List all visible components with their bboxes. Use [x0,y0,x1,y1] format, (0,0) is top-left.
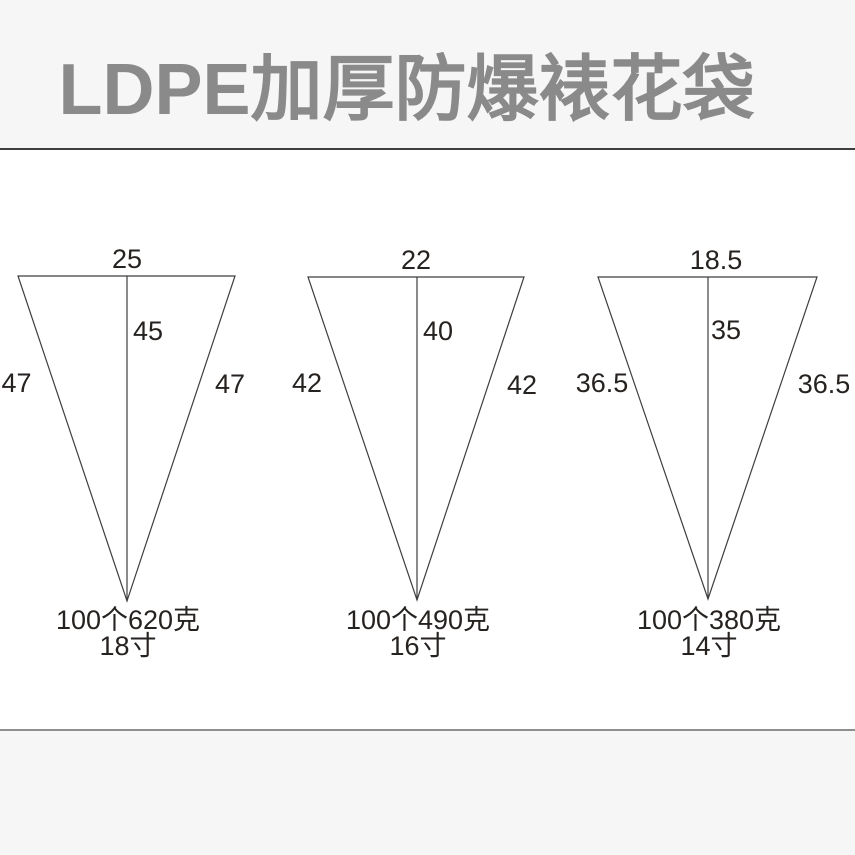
bag-1-top-width-label: 25 [111,244,143,274]
bag-3-top-width-label: 18.5 [689,245,743,275]
bag-2-triangle [307,276,525,602]
bag-2-size-label: 16寸 [389,631,447,661]
bag-1-right-side-label: 47 [214,369,246,399]
bag-1-size-label: 18寸 [99,631,157,661]
bag-2-top-width-label: 22 [400,245,432,275]
footer-strip [0,731,855,855]
bag-1-shape [17,275,236,603]
title-banner: LDPE加厚防爆裱花袋 [0,0,855,148]
bag-3-left-side-label: 36.5 [575,368,629,398]
bag-3-shape [597,276,818,601]
bag-1-left-side-label: 47 [1,368,32,398]
header-divider-line [0,148,855,150]
bag-2-left-side-label: 42 [291,368,323,398]
bag-3-center-height-label: 35 [711,315,742,345]
bag-3-weight-label: 100个380克 [636,605,782,635]
bag-2-center-height-label: 40 [423,316,454,346]
product-title: LDPE加厚防爆裱花袋 [58,50,755,130]
bag-1-weight-label: 100个620克 [55,605,201,635]
bag-2-right-side-label: 42 [506,370,538,400]
bag-3-size-label: 14寸 [680,631,738,661]
bag-2-shape [307,276,525,602]
bag-2-weight-label: 100个490克 [345,605,491,635]
footer-divider-line [0,729,855,731]
bag-1-center-height-label: 45 [133,316,164,346]
bag-3-right-side-label: 36.5 [797,369,851,399]
